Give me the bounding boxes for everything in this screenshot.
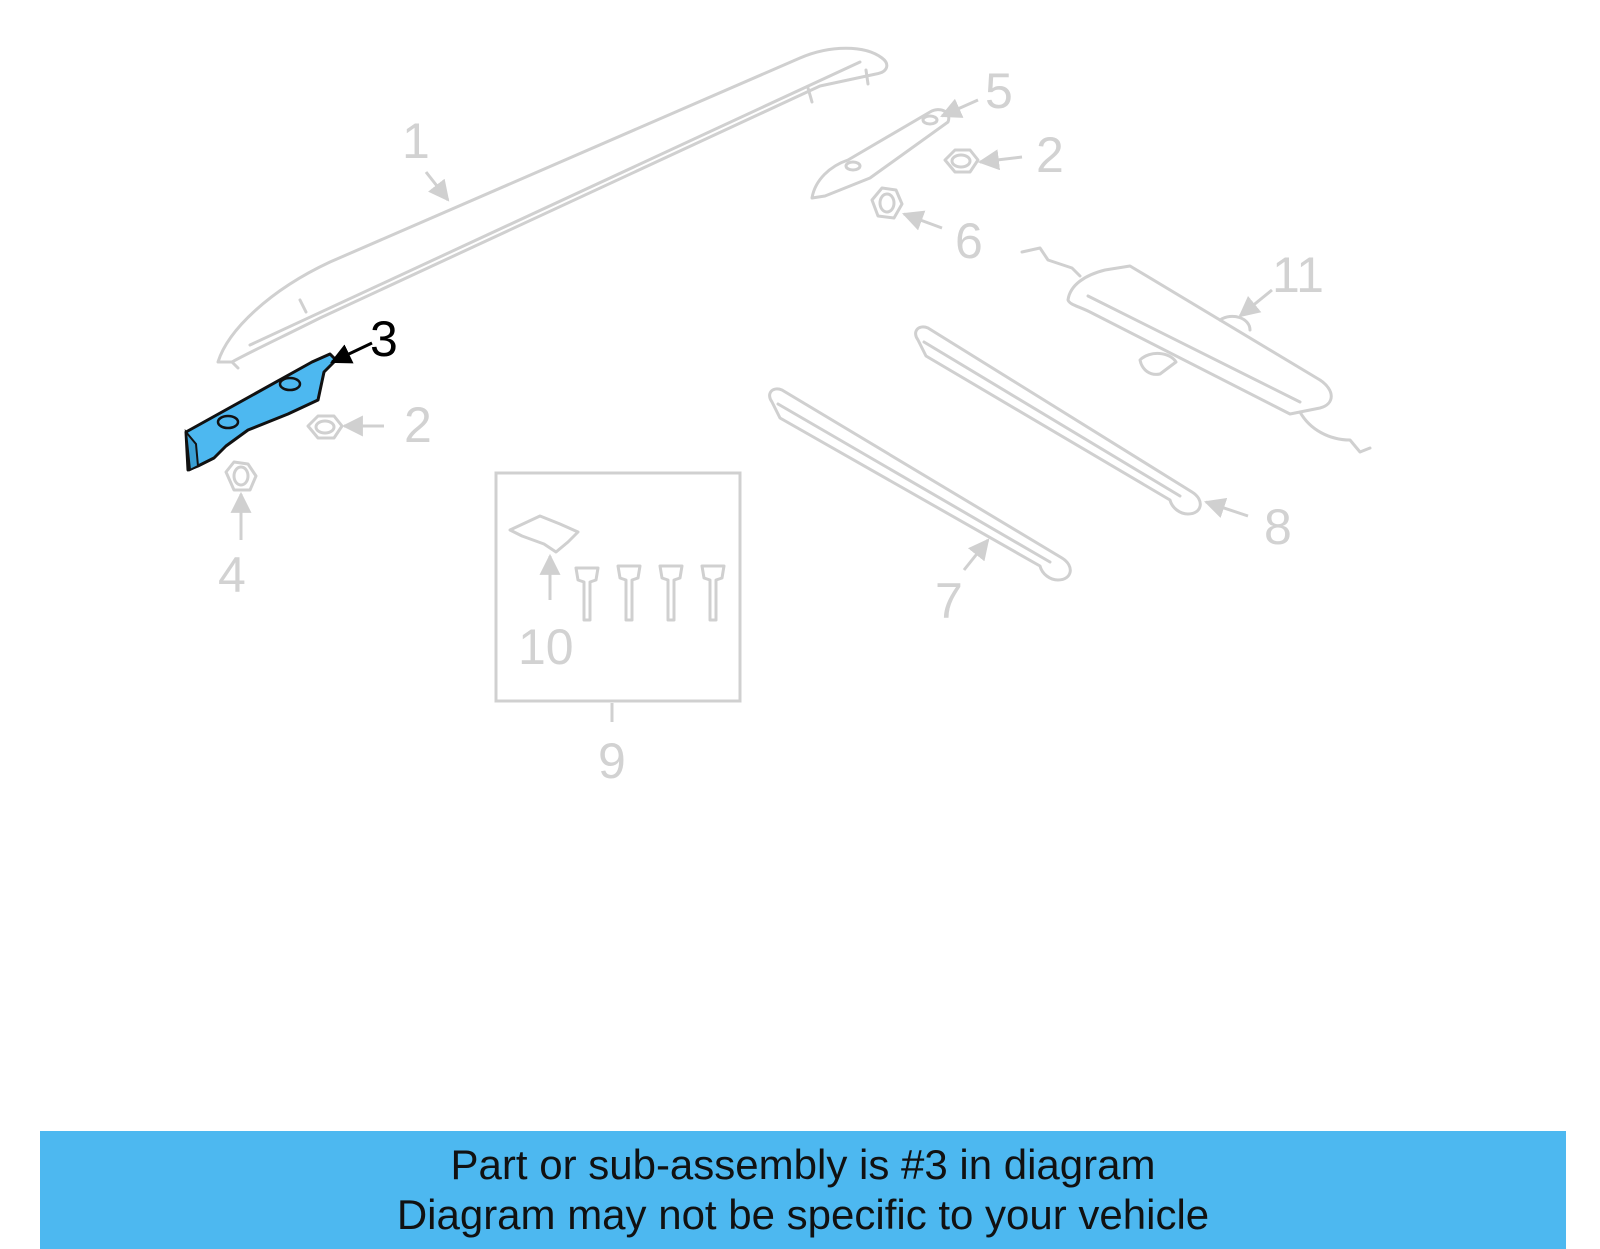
banner-line-disclaimer: Diagram may not be specific to your vehi…	[396, 1191, 1210, 1238]
part-2-nut-upper	[943, 148, 980, 174]
part-2-nut-left	[306, 414, 344, 440]
callout-3[interactable]: 3	[370, 311, 398, 367]
part-4-nut	[224, 460, 258, 492]
callout-10: 10	[518, 619, 574, 675]
callout-7: 7	[935, 573, 963, 629]
callout-1: 1	[402, 113, 430, 169]
callout-labels: 1 5 2 6 11 3 2 8 4 7 10 9	[218, 63, 1324, 789]
callout-5: 5	[985, 63, 1013, 119]
callout-8: 8	[1264, 499, 1292, 555]
screws	[574, 564, 726, 622]
part-8-rod	[914, 325, 1202, 516]
callout-6: 6	[955, 213, 983, 269]
info-banner: Part or sub-assembly is #3 in diagram Di…	[40, 1131, 1566, 1249]
part-3-highlighted-bracket[interactable]	[184, 352, 338, 472]
callout-2-left: 2	[404, 397, 432, 453]
callout-2-upper: 2	[1036, 127, 1064, 183]
part-5-bracket	[810, 108, 951, 200]
callout-11: 11	[1272, 247, 1324, 303]
callout-4: 4	[218, 547, 246, 603]
part-7-rod	[768, 387, 1072, 582]
part-1-roof-rail	[216, 46, 889, 370]
part-11-assembly	[1020, 246, 1372, 454]
part-6-nut	[870, 186, 904, 220]
part-9-kit-box	[494, 471, 742, 703]
leader-lines	[230, 98, 1273, 722]
callout-9: 9	[598, 733, 626, 789]
banner-line-part-number: Part or sub-assembly is #3 in diagram	[450, 1141, 1156, 1188]
